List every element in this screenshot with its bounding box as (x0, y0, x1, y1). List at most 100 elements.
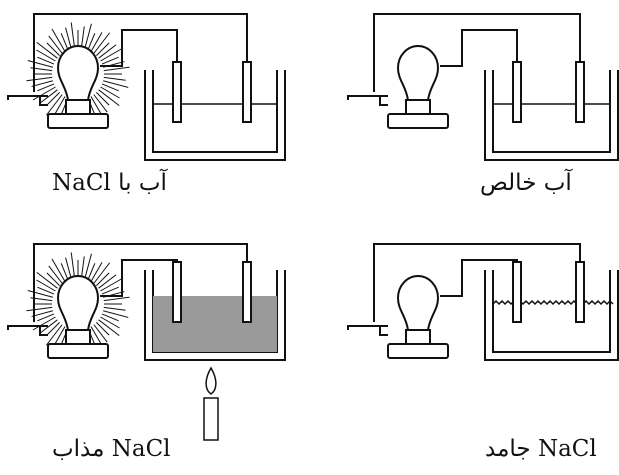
bulb-icon (396, 275, 440, 331)
bulb-icon (56, 275, 100, 331)
wire-left (347, 95, 388, 106)
beaker-inner-wall (492, 270, 611, 353)
glow-ray (46, 92, 60, 106)
bulb-base (47, 113, 109, 129)
glow-ray (93, 32, 111, 54)
flame-icon (205, 366, 217, 395)
glow-ray (98, 274, 117, 289)
panel-solid-nacl (347, 243, 619, 361)
glow-ray (36, 279, 56, 292)
glow-ray (100, 86, 120, 99)
glow-ray (51, 28, 66, 52)
glow-ray (103, 66, 130, 72)
glow-ray (36, 41, 58, 59)
electrode-right (575, 61, 585, 123)
glow-ray (65, 27, 72, 50)
wire-bulb-electrode (440, 259, 518, 297)
glow-ray (96, 322, 110, 336)
glow-ray (53, 96, 66, 116)
glow-ray (80, 26, 85, 49)
electrode-right (242, 261, 252, 323)
wire-left (7, 95, 48, 106)
molten-nacl-fill (153, 296, 277, 352)
beaker (144, 270, 286, 361)
beaker (484, 70, 619, 161)
glow-ray (100, 316, 120, 329)
wire-top (33, 13, 248, 92)
wire-left (7, 325, 48, 336)
glow-ray (80, 256, 85, 279)
glow-ray (93, 262, 111, 284)
bulb-icon (56, 45, 100, 101)
panel-molten-nacl (7, 243, 286, 441)
glow-ray (60, 33, 69, 51)
glow-ray (70, 22, 76, 49)
wire-top (33, 243, 248, 322)
electrode-right (242, 61, 252, 123)
beaker (144, 70, 286, 161)
panel-pure-water (347, 13, 619, 161)
glow-ray (48, 35, 63, 54)
bulb-socket (405, 329, 431, 345)
bulb-base (387, 113, 449, 129)
glow-ray (84, 23, 92, 50)
glow-ray (90, 32, 103, 52)
electrode-right (575, 261, 585, 323)
wire-bulb-electrode (100, 29, 178, 67)
glow-ray (46, 322, 60, 336)
caption-water-nacl: آب با NaCl (52, 170, 167, 196)
glow-ray (93, 94, 108, 113)
electrode-left (512, 61, 522, 123)
glow-ray (37, 286, 55, 295)
bulb-base (47, 343, 109, 359)
glow-ray (87, 33, 96, 51)
wire-bulb-electrode (440, 29, 518, 67)
bulb-socket (65, 329, 91, 345)
glow-ray (96, 92, 110, 106)
panel-water-nacl (7, 13, 286, 161)
glow-ray (26, 306, 53, 312)
glow-ray (98, 89, 120, 107)
glow-ray (90, 262, 103, 282)
wire-bulb-electrode (100, 259, 178, 297)
electrode-left (512, 261, 522, 323)
caption-solid-nacl: NaCl جامد (485, 436, 597, 462)
glow-ray (31, 80, 54, 87)
glow-ray (101, 286, 119, 295)
glow-ray (96, 272, 110, 286)
glow-ray (45, 324, 63, 346)
bulb-base (387, 343, 449, 359)
glow-ray (48, 265, 63, 284)
glow-ray (102, 80, 129, 88)
glow-ray (101, 313, 119, 322)
solid-nacl-surface (492, 299, 614, 306)
glow-ray (37, 56, 55, 65)
glow-ray (87, 263, 96, 281)
candle (203, 397, 219, 441)
glow-ray (27, 60, 54, 68)
glow-ray (70, 252, 76, 279)
wire-left-in (347, 325, 388, 330)
wire-top (373, 13, 581, 92)
glow-ray (65, 257, 72, 280)
glow-ray (103, 296, 130, 302)
electrode-left (172, 261, 182, 323)
glow-ray (32, 316, 56, 331)
beaker-inner-wall (152, 70, 278, 153)
glow-ray (36, 271, 58, 289)
glow-ray (96, 42, 110, 56)
glow-ray (101, 56, 119, 65)
wire-left-in (7, 325, 48, 330)
wire-left (347, 325, 388, 336)
glow-ray (46, 42, 60, 56)
glow-ray (36, 49, 56, 62)
wire-left-in (347, 95, 388, 100)
bulb-socket (405, 99, 431, 115)
glow-ray (102, 310, 129, 318)
glow-ray (51, 258, 66, 282)
wire-left-in (7, 95, 48, 100)
wire-top (373, 243, 581, 322)
glow-ray (31, 310, 54, 317)
bulb-socket (65, 99, 91, 115)
